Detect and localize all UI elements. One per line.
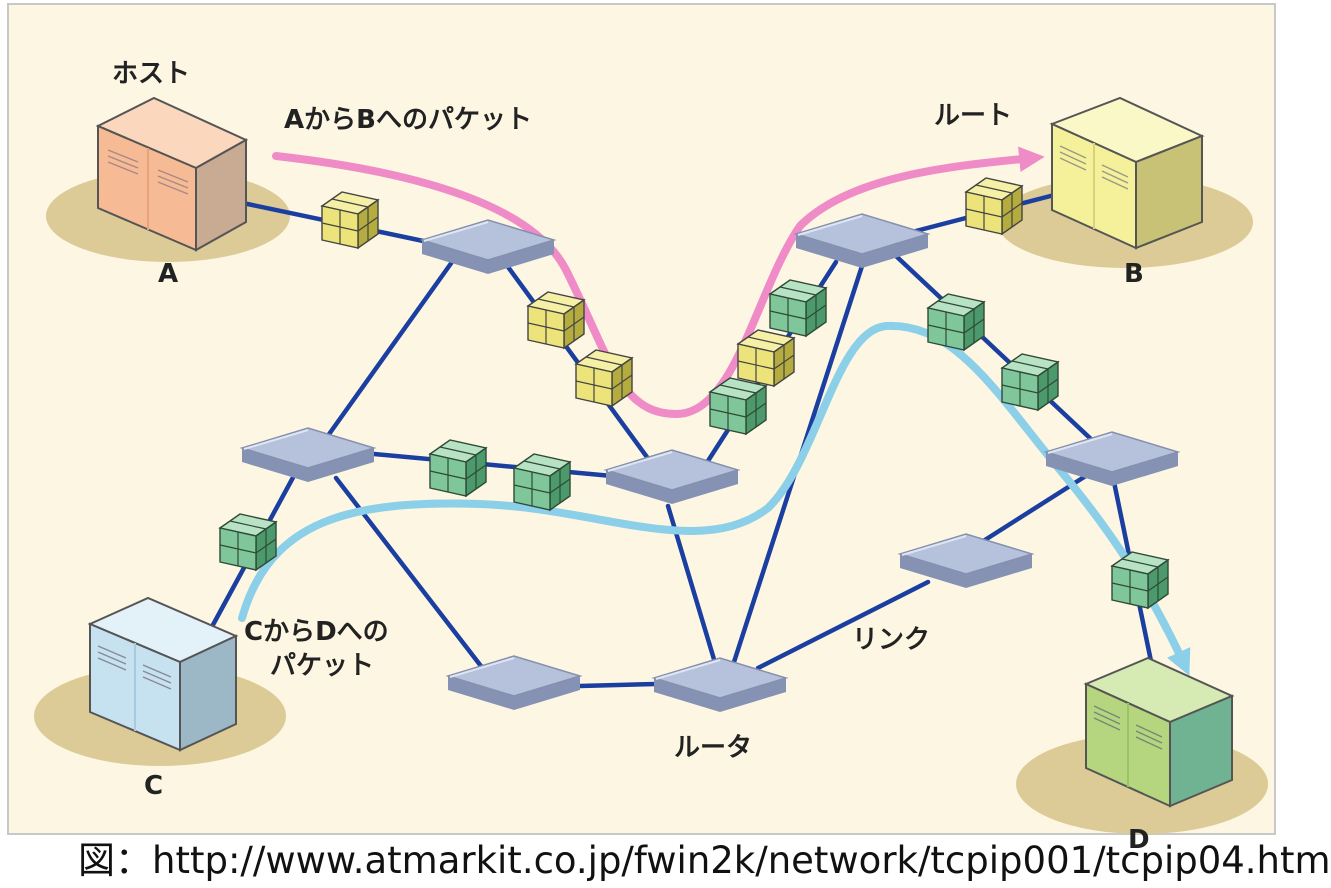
label-host-a: A: [158, 259, 178, 289]
packet-ab: [965, 177, 1023, 235]
source-caption: 図：http://www.atmarkit.co.jp/fwin2k/netwo…: [78, 839, 1331, 882]
link-r6-r7: [577, 681, 659, 689]
route-a-to-b: [272, 146, 1045, 419]
packet-ab: [321, 191, 379, 249]
packet-ab: [527, 291, 585, 349]
host-b: [1049, 96, 1205, 250]
route-c-to-d: [238, 321, 1191, 676]
label-link: リンク: [852, 625, 930, 655]
label-packet-ab: AからBへのパケット: [284, 105, 532, 135]
label-route: ルート: [934, 101, 1012, 131]
packet-ab: [575, 349, 633, 407]
label-host: ホスト: [112, 59, 190, 89]
link-r1-r3: [319, 259, 455, 447]
host-d: [1083, 656, 1235, 808]
label-host-d: D: [1128, 825, 1150, 855]
label-packet-cd-line1: CからDへの: [244, 617, 389, 647]
packet-cd: [513, 453, 571, 511]
packet-cd: [429, 439, 487, 497]
packet-ab: [737, 329, 795, 387]
label-router: ルータ: [674, 733, 752, 763]
packet-cd: [1001, 353, 1059, 411]
host-a: [95, 96, 249, 252]
packet-cd: [219, 513, 277, 571]
host-c: [87, 596, 239, 752]
label-host-b: B: [1124, 259, 1144, 289]
packet-cd: [927, 293, 985, 351]
network-diagram: ホスト AからBへのパケット A ルート B CからDへの パケット リンク ル…: [7, 3, 1276, 855]
link-r1-r5: [497, 253, 655, 467]
link-r7-r9: [755, 579, 931, 671]
packet-cd: [1111, 551, 1169, 609]
packet-cd: [769, 279, 827, 337]
packet-cd: [709, 377, 767, 435]
label-host-c: C: [144, 771, 163, 801]
link-r2-r8: [893, 253, 1095, 443]
link-r3-r5: [371, 451, 615, 479]
label-packet-cd-line2: パケット: [270, 651, 374, 681]
